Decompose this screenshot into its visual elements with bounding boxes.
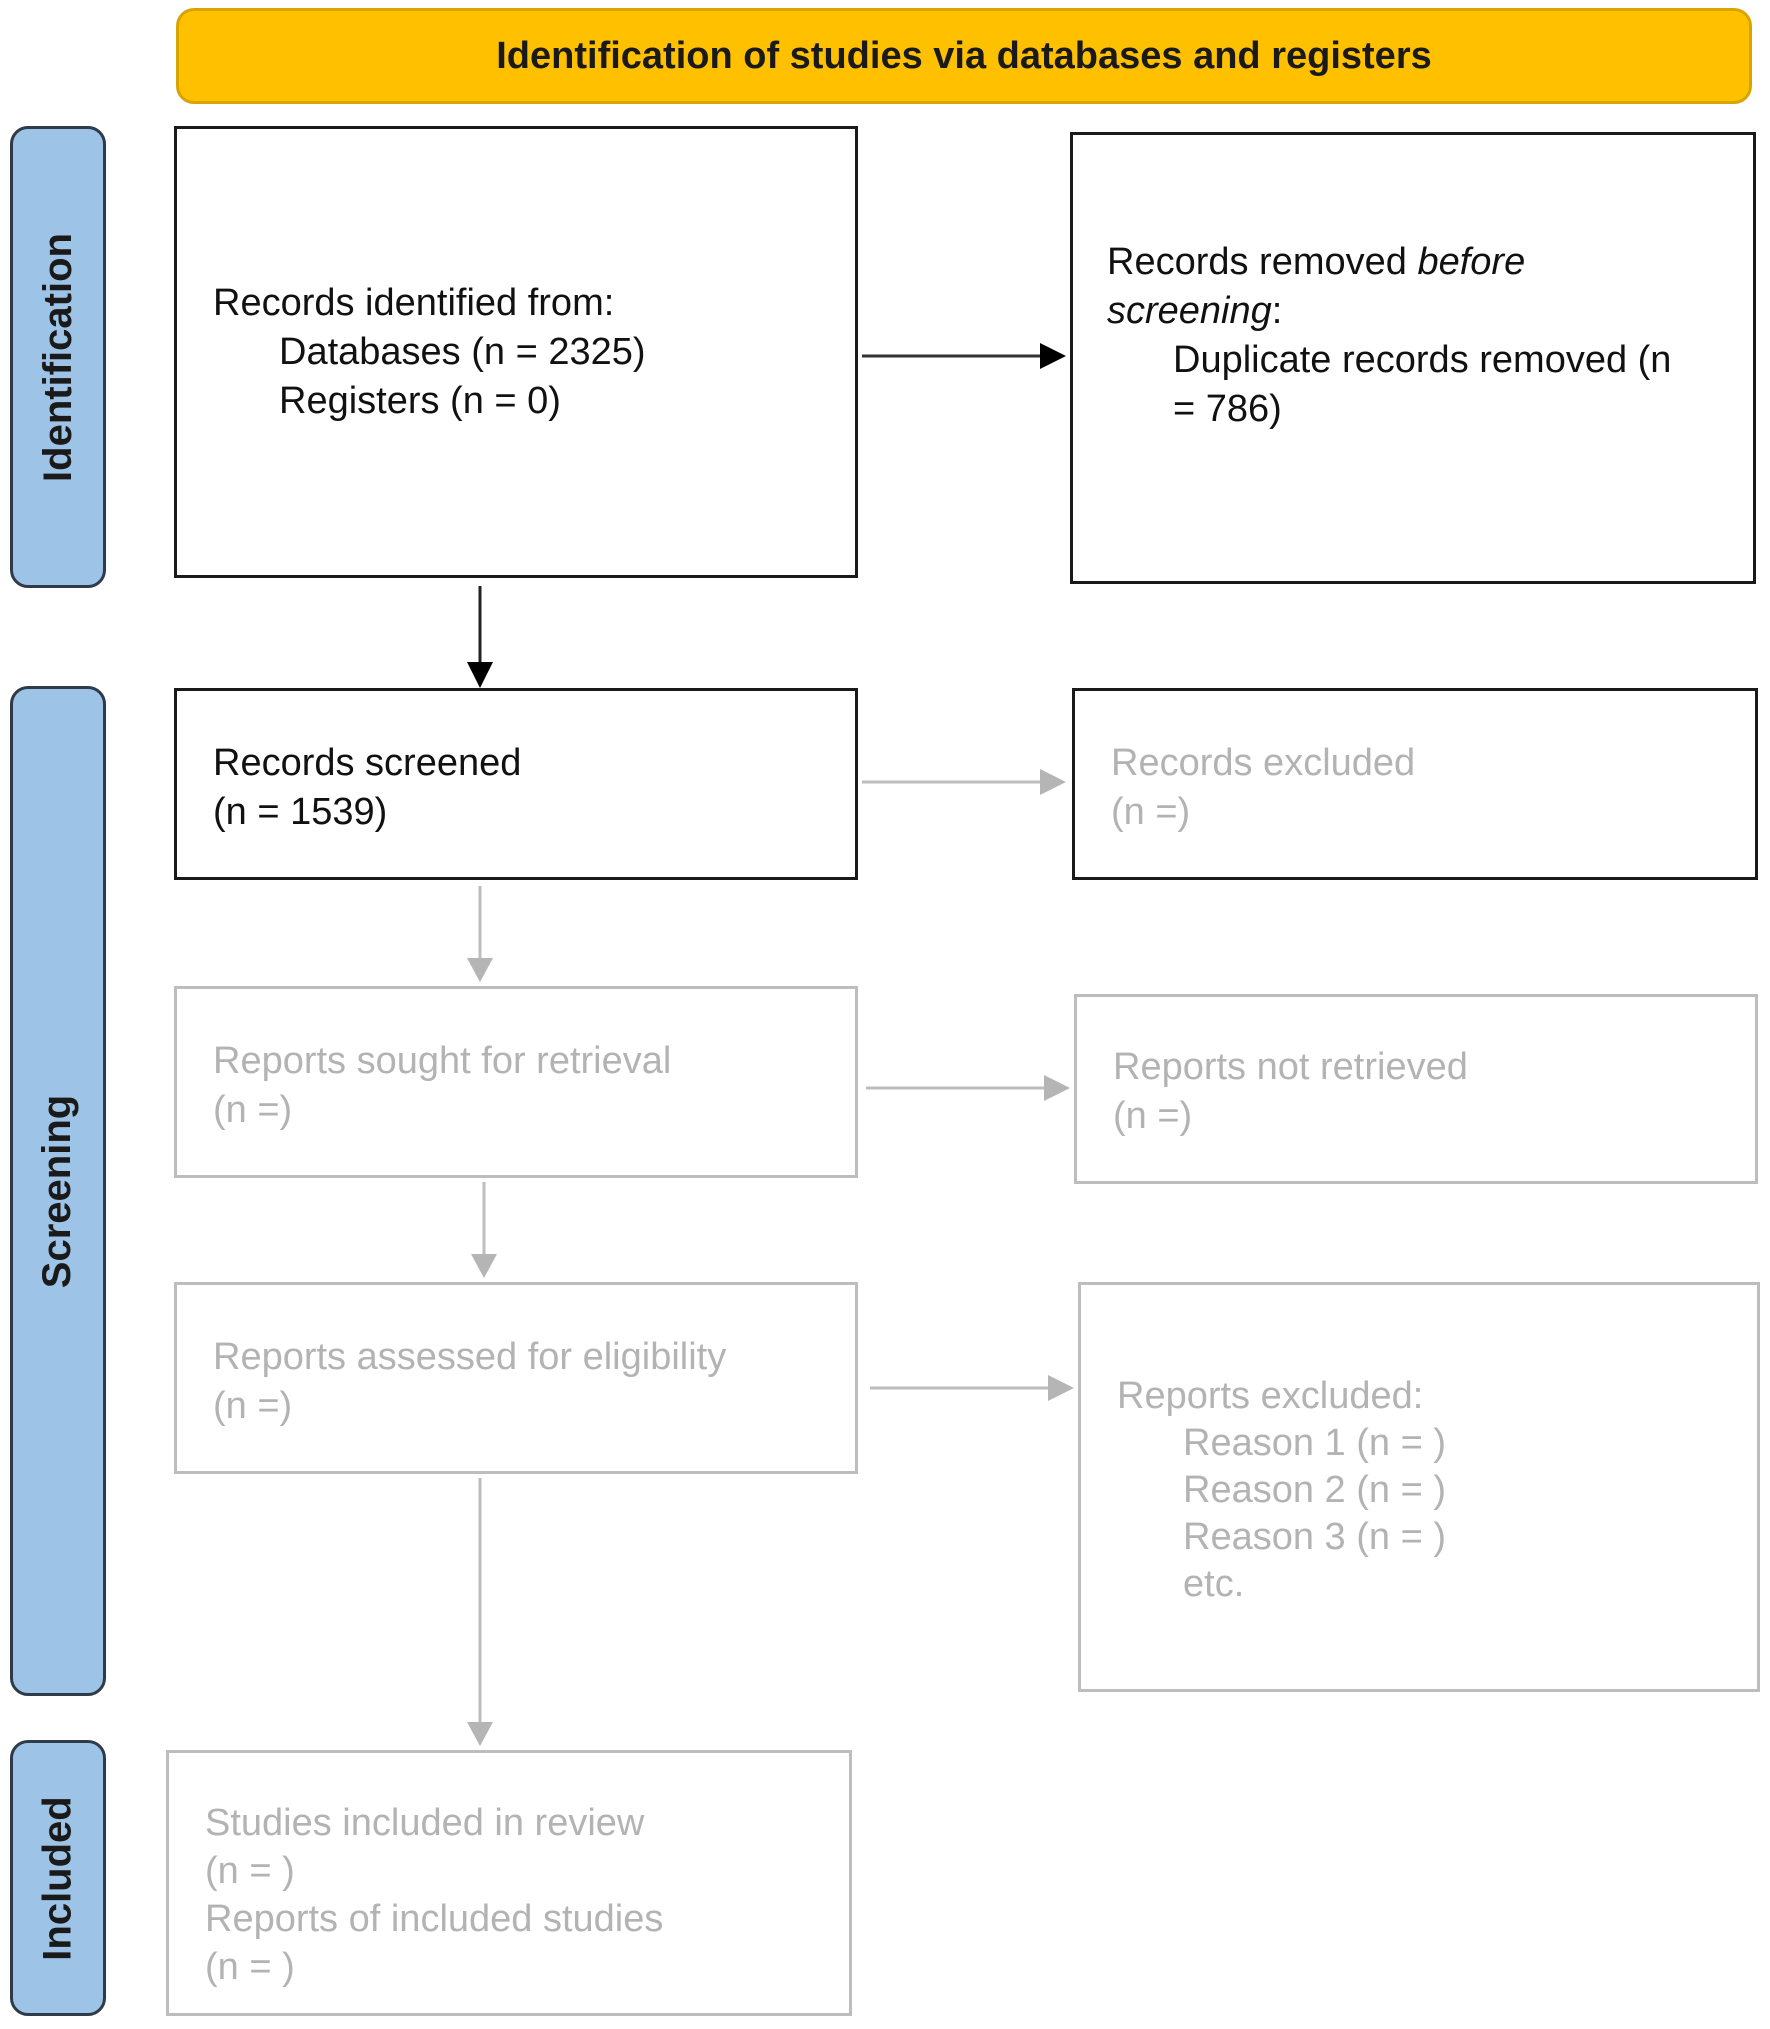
arrow-screened-to-excluded (862, 769, 1066, 795)
diagram-header: Identification of studies via databases … (176, 8, 1752, 104)
records-screened-title: Records screened (213, 742, 522, 784)
reports-assessed-box: Reports assessed for eligibility (n =) (174, 1282, 858, 1474)
reports-sought-box: Reports sought for retrieval (n =) (174, 986, 858, 1178)
duplicates-line2: = 786) (1173, 388, 1282, 430)
phase-included: Included (10, 1740, 106, 2016)
arrow-assessed-to-included (467, 1478, 493, 1746)
studies-included-count: (n = ) (205, 1850, 295, 1892)
reports-excluded-title: Reports excluded: (1117, 1375, 1424, 1417)
records-removed-title-line1: Records removed before (1107, 241, 1526, 283)
reports-not-retrieved-title: Reports not retrieved (1113, 1046, 1468, 1088)
reports-sought-count: (n =) (213, 1089, 293, 1131)
records-excluded-count: (n =) (1111, 791, 1191, 833)
records-excluded-box: Records excluded (n =) (1072, 688, 1758, 880)
arrow-identified-to-removed (862, 343, 1066, 369)
databases-count: Databases (n = 2325) (279, 331, 646, 373)
studies-included-title: Studies included in review (205, 1802, 645, 1844)
arrow-assessed-to-excluded (870, 1375, 1074, 1401)
phase-identification: Identification (10, 126, 106, 588)
header-title: Identification of studies via databases … (496, 34, 1432, 77)
arrow-sought-to-not-retrieved (866, 1075, 1070, 1101)
reports-not-retrieved-count: (n =) (1113, 1095, 1193, 1137)
reports-included-count: (n = ) (205, 1946, 295, 1988)
reports-not-retrieved-box: Reports not retrieved (n =) (1074, 994, 1758, 1184)
arrow-identified-to-screened (467, 586, 493, 688)
records-identified-title: Records identified from: (213, 282, 615, 324)
records-screened-count: (n = 1539) (213, 791, 388, 833)
records-identified-box: Records identified from: Databases (n = … (174, 126, 858, 578)
reports-excluded-box: Reports excluded: Reason 1 (n = ) Reason… (1078, 1282, 1760, 1692)
reason-1: Reason 1 (n = ) (1183, 1422, 1446, 1464)
studies-included-box: Studies included in review (n = ) Report… (166, 1750, 852, 2016)
records-removed-box: Records removed before screening: Duplic… (1070, 132, 1756, 584)
reason-2: Reason 2 (n = ) (1183, 1469, 1446, 1511)
records-excluded-title: Records excluded (1111, 742, 1416, 784)
duplicates-line1: Duplicate records removed (n (1173, 339, 1672, 381)
records-screened-box: Records screened (n = 1539) (174, 688, 858, 880)
reason-etc: etc. (1183, 1563, 1245, 1605)
reports-included-title: Reports of included studies (205, 1898, 664, 1940)
reports-assessed-count: (n =) (213, 1385, 293, 1427)
arrow-screened-to-sought (467, 886, 493, 982)
phase-screening: Screening (10, 686, 106, 1696)
arrow-sought-to-assessed (471, 1182, 497, 1278)
reports-assessed-title: Reports assessed for eligibility (213, 1336, 727, 1378)
registers-count: Registers (n = 0) (279, 380, 561, 422)
reason-3: Reason 3 (n = ) (1183, 1516, 1446, 1558)
reports-sought-title: Reports sought for retrieval (213, 1040, 672, 1082)
records-removed-title-line2: screening: (1107, 290, 1283, 332)
